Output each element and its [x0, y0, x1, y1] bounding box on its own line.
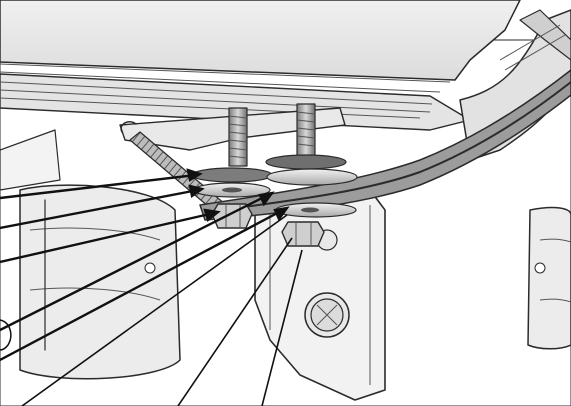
washer-1: [191, 167, 273, 183]
callout-leaders: [0, 168, 303, 406]
callout-bubble-partial: [0, 319, 12, 351]
leader-arrow-2: [188, 184, 205, 199]
leader-line-6: [21, 214, 288, 406]
leader-line-7: [177, 237, 293, 406]
threaded-stud-left: [228, 107, 248, 167]
leader-arrow-3: [203, 208, 221, 223]
leader-line-3: [0, 211, 215, 264]
hex-nut-right: [281, 221, 325, 247]
leader-arrow-1: [186, 168, 203, 182]
hex-nut-left: [211, 203, 253, 229]
leader-line-2: [0, 188, 199, 230]
leader-line-5: [0, 208, 284, 362]
washer-2: [265, 154, 347, 170]
threaded-stud-right: [296, 103, 316, 157]
leader-arrow-4: [258, 191, 275, 207]
washer-3: [266, 168, 358, 186]
leader-line-4: [0, 193, 269, 332]
leader-line-1: [0, 173, 197, 200]
leader-arrow-5: [273, 206, 290, 222]
leader-line-8: [261, 249, 303, 406]
